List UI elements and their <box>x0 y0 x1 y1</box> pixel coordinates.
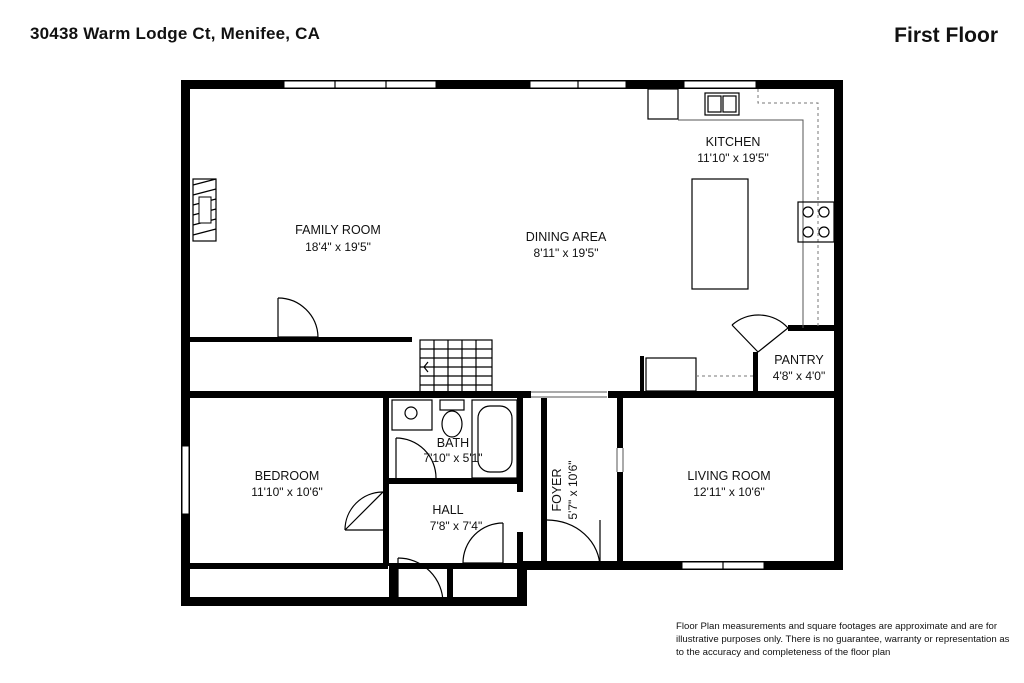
fireplace <box>192 178 217 242</box>
wall-foyer-west <box>541 398 547 568</box>
bath-fixtures <box>391 399 518 479</box>
wall-pantry-south <box>753 391 843 398</box>
living-room-name: LIVING ROOM <box>687 469 770 483</box>
foyer-name: FOYER <box>550 468 564 511</box>
wall-bath-south <box>389 478 521 484</box>
living-room-dims: 12'11" x 10'6" <box>693 485 765 499</box>
floor-title: First Floor <box>894 24 998 47</box>
bath-dims: 7'10" x 5'1" <box>423 451 482 465</box>
dining-area-name: DINING AREA <box>526 230 607 244</box>
hall-name: HALL <box>432 503 463 517</box>
family-room-dims: 18'4" x 19'5" <box>305 240 371 254</box>
wall-hall-closet-west <box>389 563 398 603</box>
wall-pantry-west <box>753 352 758 398</box>
wall-hall-closet-top <box>389 563 521 569</box>
kitchen-fixtures <box>645 88 835 392</box>
wall-hall-closet-divider <box>447 563 453 603</box>
bedroom-name: BEDROOM <box>255 469 320 483</box>
wall-hall-east <box>517 532 523 570</box>
bath-name: BATH <box>437 436 469 450</box>
window-bedroom <box>181 445 190 515</box>
pantry-dims: 4'8" x 4'0" <box>773 369 825 383</box>
bedroom-dims: 11'10" x 10'6" <box>251 485 323 499</box>
wall-bedroom-east <box>383 398 389 566</box>
wall-foyer-east-top <box>617 398 623 448</box>
wall-mid-west <box>181 391 531 398</box>
interior-walls <box>181 325 843 603</box>
wall-kitchen-nook <box>640 356 644 394</box>
stove <box>797 201 835 243</box>
wall-south-step <box>517 561 527 606</box>
wall-west <box>181 80 190 606</box>
hall-dims: 7'8" x 7'4" <box>430 519 482 533</box>
family-room-name: FAMILY ROOM <box>295 223 381 237</box>
kitchen-name: KITCHEN <box>706 135 761 149</box>
foyer-dims: 5'7" x 10'6" <box>566 460 580 519</box>
wall-south-west <box>181 597 527 606</box>
window-family-room <box>283 80 437 89</box>
kitchen-dims: 11'10" x 19'5" <box>697 151 769 165</box>
doors <box>277 297 789 604</box>
wall-north <box>181 80 843 89</box>
wall-family-south <box>190 337 412 342</box>
kitchen-island <box>691 178 749 290</box>
room-labels: FAMILY ROOM 18'4" x 19'5" DINING AREA 8'… <box>251 135 825 533</box>
stairs <box>419 339 493 393</box>
property-address: 30438 Warm Lodge Ct, Menifee, CA <box>30 24 321 43</box>
wall-bath-east <box>517 398 523 492</box>
wall-mid-east <box>608 391 753 398</box>
dining-area-dims: 8'11" x 19'5" <box>534 246 599 260</box>
pantry-name: PANTRY <box>774 353 824 367</box>
wall-bedroom-closet <box>190 563 388 569</box>
window-kitchen <box>683 80 757 89</box>
windows <box>181 80 765 570</box>
disclaimer-text: Floor Plan measurements and square foota… <box>676 621 1010 658</box>
wall-foyer-east-bottom <box>617 472 623 568</box>
wall-pantry-north <box>788 325 843 331</box>
